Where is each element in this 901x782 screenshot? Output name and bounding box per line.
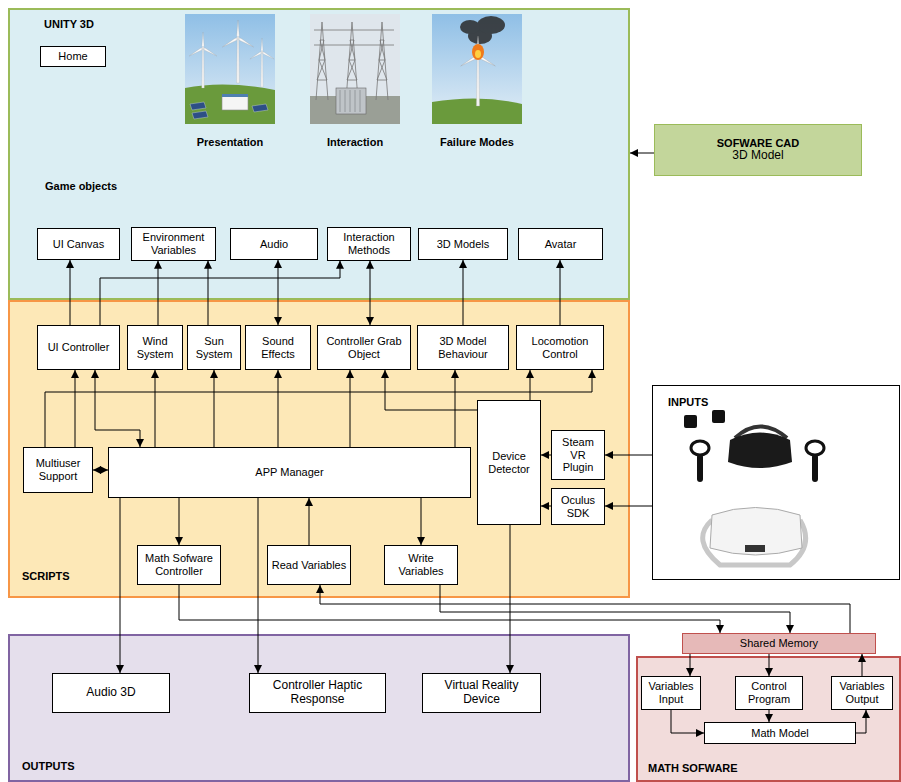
box-label: Environment Variables — [135, 231, 212, 256]
box-label: Steam VR Plugin — [555, 436, 601, 474]
box-label: Math Model — [751, 727, 808, 740]
box-label: Interaction Methods — [331, 231, 407, 256]
box-label: Write Variables — [388, 552, 454, 577]
box-label: 3D Models — [437, 238, 490, 251]
box-label: Read Variables — [272, 559, 346, 572]
box-label: Variables Output — [835, 680, 889, 705]
script-box: 3D Model Behaviour — [417, 325, 509, 370]
script-box: Sun System — [187, 325, 241, 370]
panel-title: OUTPUTS — [22, 760, 75, 773]
panel-title: UNITY 3D — [44, 18, 94, 31]
plugin-box: Steam VR Plugin — [551, 430, 605, 480]
script-box: Multiuser Support — [23, 447, 93, 493]
game-object-box: 3D Models — [418, 228, 508, 260]
box-label: SOFWARE CAD — [717, 137, 800, 150]
script-box: Wind System — [127, 325, 183, 370]
box-label: Home — [58, 50, 87, 63]
script-box: Math Sofware Controller — [137, 545, 221, 585]
script-box: UI Controller — [37, 325, 120, 370]
script-box: Locomotion Control — [516, 325, 604, 370]
box-label: Audio — [260, 238, 288, 251]
box-label: Device Detector — [481, 450, 537, 475]
script-box: Read Variables — [267, 545, 351, 585]
box-label: Sun System — [191, 335, 237, 360]
game-object-box: Audio — [230, 228, 318, 260]
math-box: Control Program — [735, 676, 803, 710]
caption-label: Presentation — [197, 136, 264, 149]
box-label: Control Program — [739, 680, 799, 705]
box-label: UI Canvas — [53, 238, 104, 251]
box-label: Locomotion Control — [520, 335, 600, 360]
game-object-box: UI Canvas — [37, 228, 120, 260]
outputs-panel: Audio 3D Controller Haptic Response Virtua… — [8, 634, 630, 782]
box-label: 3D Model — [732, 149, 783, 163]
output-box: Virtual Reality Device — [422, 673, 541, 713]
plugin-box: Oculus SDK — [551, 488, 605, 525]
inputs-box: INPUTS — [652, 385, 900, 580]
box-label: Controller Haptic Response — [253, 679, 382, 707]
box-label: Avatar — [545, 238, 577, 251]
box-label: Wind System — [131, 335, 179, 360]
game-object-box: Avatar — [518, 228, 603, 260]
output-box: Controller Haptic Response — [249, 673, 386, 713]
scripts-panel: UI Controller Wind System Sun System Sound … — [8, 300, 630, 598]
box-label: Controller Grab Object — [321, 335, 407, 360]
panel-title: MATH SOFWARE — [648, 762, 738, 775]
caption-label: Failure Modes — [440, 136, 514, 149]
box-label: Virtual Reality Device — [426, 679, 537, 707]
box-label: Math Sofware Controller — [141, 552, 217, 577]
box-label: Oculus SDK — [555, 494, 601, 519]
caption-label: Game objects — [45, 180, 117, 193]
game-object-box: Interaction Methods — [327, 227, 411, 260]
cad-software-box: SOFWARE CAD3D Model — [654, 124, 862, 176]
output-box: Audio 3D — [52, 673, 170, 713]
box-label: UI Controller — [48, 341, 110, 354]
script-box: Sound Effects — [245, 325, 311, 370]
connector-arrow — [630, 153, 654, 154]
manager-box: APP Manager — [108, 447, 471, 498]
math-box: Variables Output — [831, 676, 893, 710]
math-box: Math Model — [704, 722, 856, 744]
box-label: APP Manager — [255, 466, 323, 479]
box-label: Multiuser Support — [27, 457, 89, 482]
box-label: Shared Memory — [740, 637, 818, 650]
box-label: 3D Model Behaviour — [421, 335, 505, 360]
home-button: Home — [40, 46, 106, 67]
script-box: Device Detector — [477, 400, 541, 525]
script-box: Controller Grab Object — [317, 325, 411, 370]
game-object-box: Environment Variables — [131, 227, 216, 260]
script-box: Write Variables — [384, 545, 458, 585]
math-software-panel: Variables Input Control Program Variables … — [636, 656, 901, 782]
box-label: Sound Effects — [249, 335, 307, 360]
caption-label: Interaction — [327, 136, 383, 149]
box-label: Variables Input — [645, 680, 697, 705]
panel-title: INPUTS — [668, 396, 708, 409]
box-label: Audio 3D — [86, 686, 135, 700]
unity-panel: Home UI Canvas Environment Variables Audio I… — [8, 8, 630, 300]
math-box: Variables Input — [641, 676, 701, 710]
shared-memory-bar: Shared Memory — [682, 633, 876, 654]
panel-title: SCRIPTS — [22, 570, 70, 583]
